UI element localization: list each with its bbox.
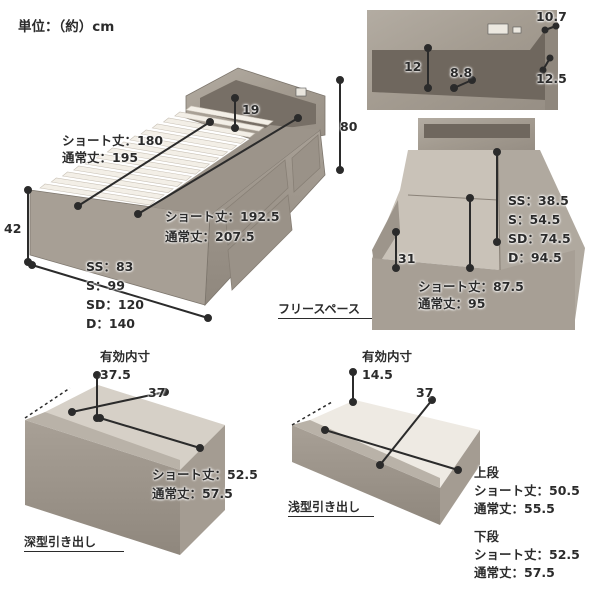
- shallow-drawer-front: [292, 425, 440, 525]
- bed-total-length-regular: 通常丈：207.5: [165, 229, 255, 244]
- lower-tier-label: 下段: [474, 529, 500, 544]
- bed-height: 80: [340, 119, 358, 134]
- headboard-detail-outlet: [487, 23, 509, 35]
- inner-left-frame: [372, 200, 400, 270]
- bed-slat: [84, 159, 193, 181]
- bed-drawer-2: [227, 194, 293, 291]
- deep-drawer-front: [25, 420, 180, 555]
- headboard-dimension-lines: [424, 22, 560, 92]
- headboard-detail-switch: [512, 26, 522, 34]
- deep-drawer-inner-height: 37.5: [100, 367, 131, 382]
- inner-front-board: [372, 250, 575, 330]
- bed-drawer-1: [224, 159, 289, 246]
- under-space-height: 31: [398, 251, 416, 266]
- bed-width-d: D：140: [86, 316, 135, 331]
- deep-drawer-length-regular: 通常丈：57.5: [152, 486, 233, 501]
- inner-width-sd: SD：74.5: [508, 231, 571, 246]
- headboard-outlet-height: 12: [404, 59, 422, 74]
- inner-length-short: ショート丈：87.5: [418, 279, 524, 294]
- shallow-drawer-rim: [292, 420, 440, 488]
- shallow-drawer-inner-label: 有効内寸: [362, 349, 413, 364]
- headboard-outlet: [295, 87, 307, 97]
- bed-slat-length-regular: 通常丈：195: [62, 150, 139, 165]
- inner-floor: [372, 150, 500, 270]
- shallow-drawer-caption: 浅型引き出し: [288, 500, 374, 517]
- bed-slat: [106, 147, 211, 169]
- upper-tier-length-short: ショート丈：50.5: [474, 483, 580, 498]
- bed-slat: [129, 135, 229, 157]
- bed-width-sd: SD：120: [86, 297, 144, 312]
- shallow-drawer-dimension-lines: [291, 368, 462, 474]
- bed-slat: [117, 141, 220, 163]
- bed-slat: [185, 105, 274, 126]
- bed-slat: [162, 117, 256, 138]
- bed-illustration: [29, 67, 326, 307]
- headboard-shelf-height: 12.5: [536, 71, 567, 86]
- deep-drawer-caption: 深型引き出し: [24, 535, 124, 552]
- bed-headboard-depth: 19: [242, 102, 260, 117]
- deep-drawer-inner-label: 有効内寸: [100, 349, 151, 364]
- bed-slat: [61, 171, 174, 194]
- lower-tier-length-regular: 通常丈：57.5: [474, 565, 555, 580]
- headboard-depth: 10.7: [536, 9, 567, 24]
- shallow-drawer-width: 37: [416, 385, 434, 400]
- bed-slat: [72, 165, 183, 187]
- bed-dimension-lines: [24, 76, 344, 322]
- headboard-outlet-width: 8.8: [450, 65, 473, 80]
- bed-base-height: 42: [4, 221, 22, 236]
- headboard-detail-illustration: [367, 10, 558, 110]
- deep-drawer-length-short: ショート丈：52.5: [152, 467, 258, 482]
- bed-slat-length-short: ショート丈：180: [62, 133, 164, 148]
- headboard-detail-shelf: [372, 30, 545, 100]
- bed-width-s: S：99: [86, 278, 125, 293]
- bed-total-length-short: ショート丈：192.5: [165, 209, 280, 224]
- lower-tier-length-short: ショート丈：52.5: [474, 547, 580, 562]
- bed-drawer-3: [291, 134, 321, 193]
- inner-width-d: D：94.5: [508, 250, 562, 265]
- deep-drawer-right: [180, 425, 225, 555]
- inner-dimension-lines: [392, 148, 501, 272]
- shallow-drawer-inside: [310, 400, 480, 488]
- bed-slat: [140, 129, 238, 150]
- bed-slat: [50, 177, 165, 200]
- bed-storage-top: [150, 125, 320, 215]
- inner-width-ss: SS：38.5: [508, 193, 569, 208]
- inner-width-s: S：54.5: [508, 212, 561, 227]
- unit-label: 単位：（約）cm: [18, 19, 115, 35]
- bed-slat: [174, 111, 265, 132]
- free-space-caption: フリースペース: [278, 302, 372, 319]
- deep-drawer-front-rim: [25, 412, 180, 470]
- shallow-drawer-illustration: [292, 400, 480, 525]
- headboard-detail-edge: [545, 22, 558, 110]
- bed-slat: [151, 123, 247, 144]
- bed-slat: [95, 153, 202, 175]
- bed-width-ss: SS：83: [86, 259, 134, 274]
- shallow-drawer-inner-height: 14.5: [362, 367, 393, 382]
- upper-tier-label: 上段: [474, 465, 500, 480]
- inner-length-regular: 通常丈：95: [418, 296, 486, 311]
- deep-drawer-width: 37: [148, 385, 166, 400]
- inner-headboard-shelf: [424, 124, 530, 138]
- deep-drawer-dimension-lines: [24, 371, 204, 452]
- bed-inner-illustration: [372, 118, 585, 330]
- shallow-drawer-right: [440, 430, 480, 525]
- upper-tier-length-regular: 通常丈：55.5: [474, 501, 555, 516]
